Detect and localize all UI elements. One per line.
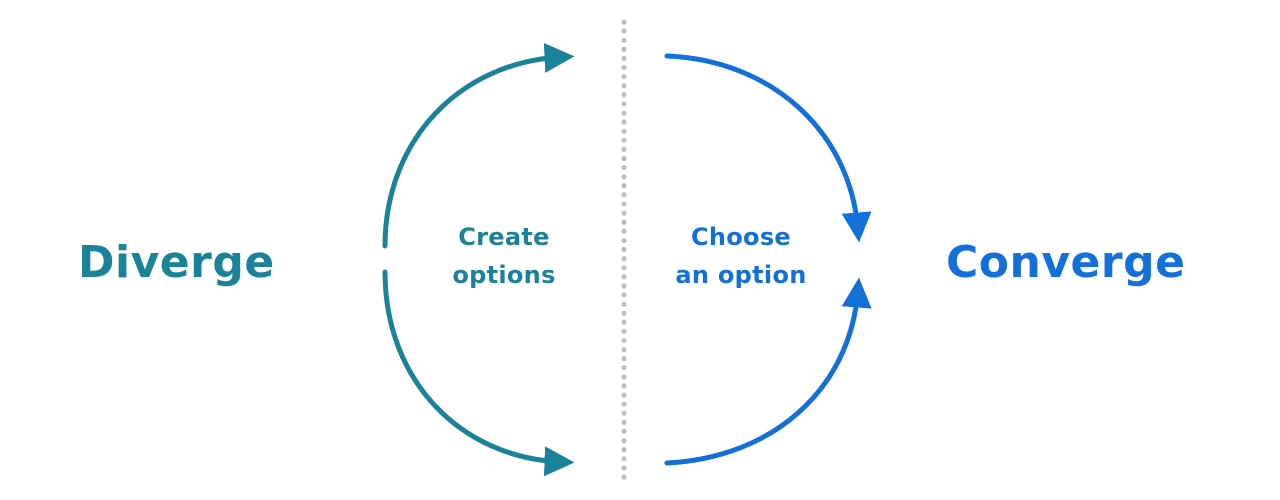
converge-top-arc (664, 53, 872, 243)
diverge-title: Diverge (78, 237, 275, 288)
diverge-caption: Create options (404, 218, 604, 294)
converge-title: Converge (946, 237, 1186, 288)
diverge-bottom-arc (382, 269, 575, 477)
diverge-caption-line-2: options (452, 261, 556, 289)
diverge-caption-line-1: Create (458, 223, 550, 251)
converge-caption: Choose an option (641, 218, 841, 294)
converge-bottom-arc (664, 277, 872, 466)
diverge-top-arc (382, 42, 575, 249)
converge-caption-line-1: Choose (690, 223, 792, 251)
converge-caption-line-2: an option (675, 261, 807, 289)
